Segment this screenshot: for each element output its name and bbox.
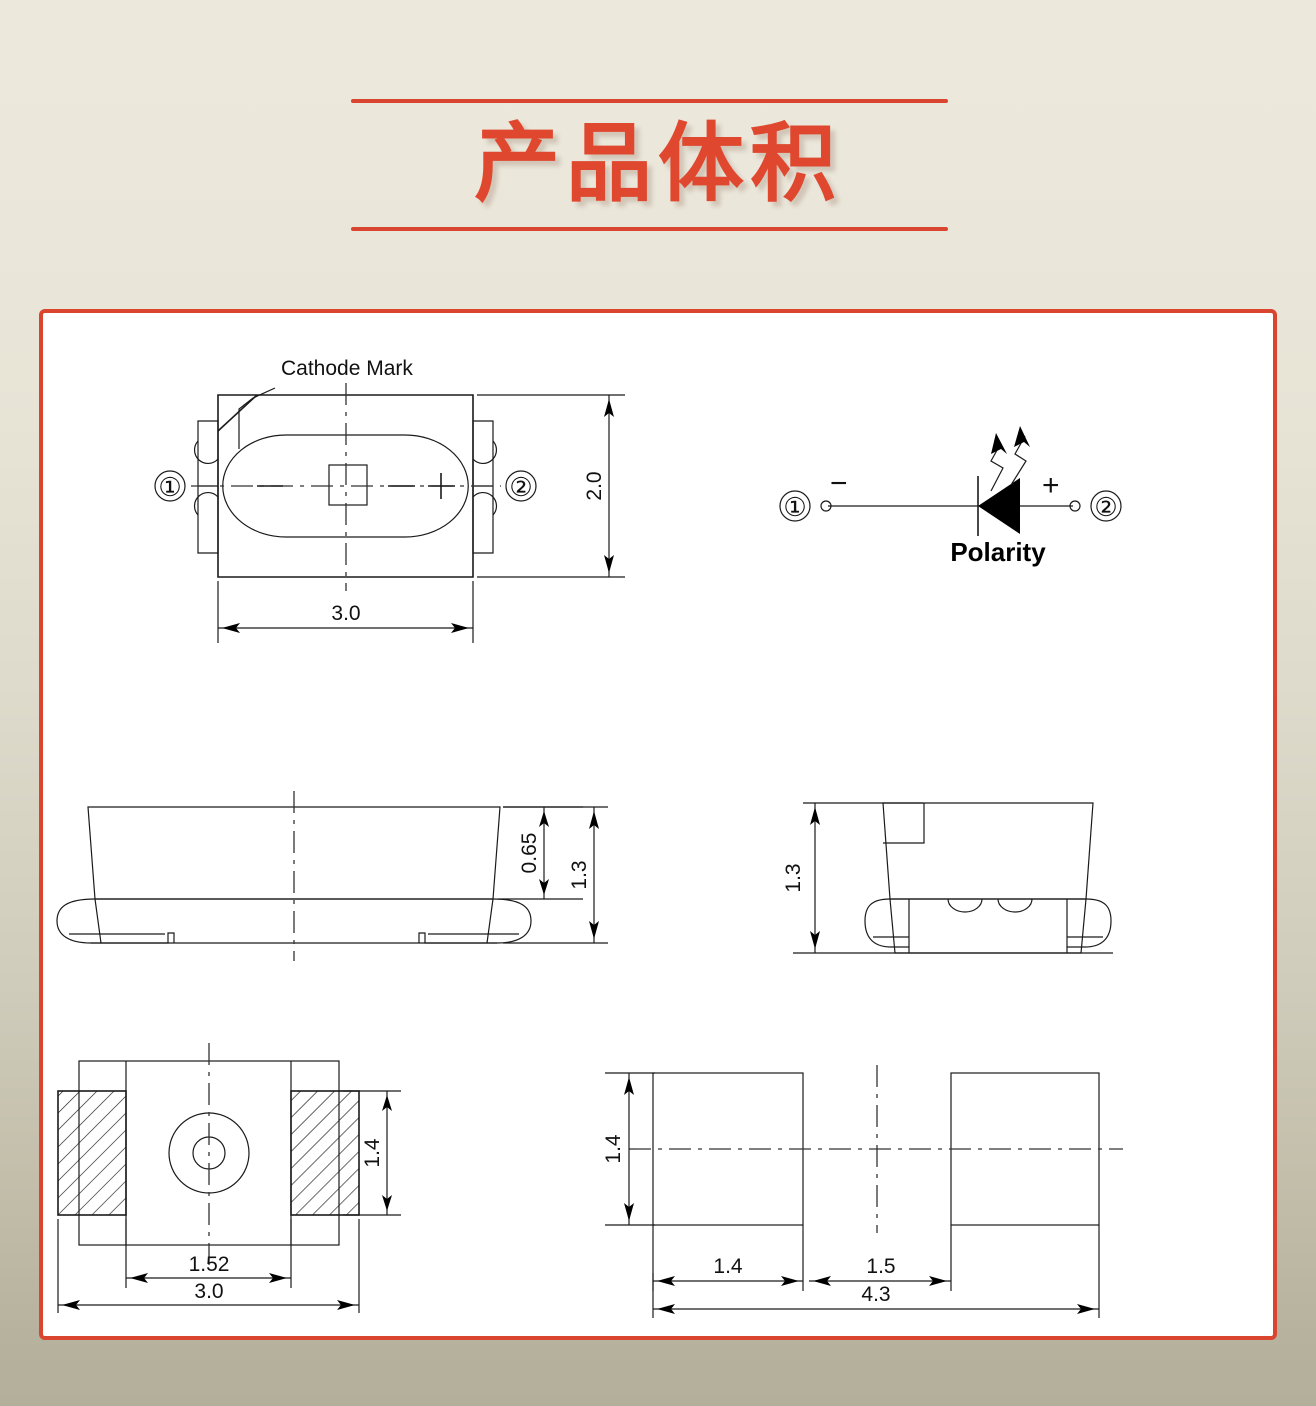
front-side-view-group: 0.65 1.3	[56, 791, 608, 961]
front-view-height-dim: 1.3	[568, 860, 591, 889]
polarity-anode-sign: +	[1042, 469, 1060, 502]
bottom-view-pitch-dim: 1.52	[189, 1253, 230, 1276]
polarity-pin2-label: ②	[1094, 493, 1117, 522]
page-title: 产品体积	[474, 114, 842, 214]
polarity-caption: Polarity	[950, 537, 1046, 567]
pad-layout-pad-width-dim: 1.4	[713, 1255, 743, 1278]
polarity-diagram-group: ① ② − + Polarity	[779, 426, 1122, 567]
bottom-view-width-dim: 3.0	[194, 1280, 223, 1303]
polarity-pin1-label: ①	[783, 493, 806, 522]
end-side-view-group: 1.3	[782, 802, 1113, 954]
end-view-height-dim: 1.3	[782, 863, 805, 892]
top-view-height-dim: 2.0	[583, 471, 606, 500]
bottom-view-pad-height-dim: 1.4	[361, 1138, 384, 1168]
top-view-width-dim: 3.0	[331, 602, 360, 625]
bottom-view-group: 1.4 1.52 3.0	[57, 1043, 401, 1313]
polarity-cathode-sign: −	[830, 467, 848, 500]
drawing-panel: ① ② Cathode Mark 2.0 3.0 ①	[39, 309, 1277, 1340]
front-view-lens-height-dim: 0.65	[518, 833, 541, 874]
cathode-mark-label: Cathode Mark	[281, 357, 413, 380]
top-view-pin2-label: ②	[509, 473, 532, 502]
pad-layout-total-width-dim: 4.3	[861, 1283, 890, 1306]
title-block: 产品体积	[0, 0, 1316, 280]
pad-layout-gap-dim: 1.5	[866, 1255, 895, 1278]
technical-drawing: ① ② Cathode Mark 2.0 3.0 ①	[56, 357, 1123, 1318]
pad-layout-height-dim: 1.4	[602, 1134, 625, 1164]
top-view-group: ① ② Cathode Mark 2.0 3.0	[154, 357, 625, 643]
top-view-pin1-label: ①	[158, 473, 181, 502]
title-rule-bottom	[351, 227, 948, 231]
pad-layout-group: 1.4 1.4 1.5 4.3	[602, 1065, 1123, 1318]
title-rule-top	[351, 99, 948, 103]
